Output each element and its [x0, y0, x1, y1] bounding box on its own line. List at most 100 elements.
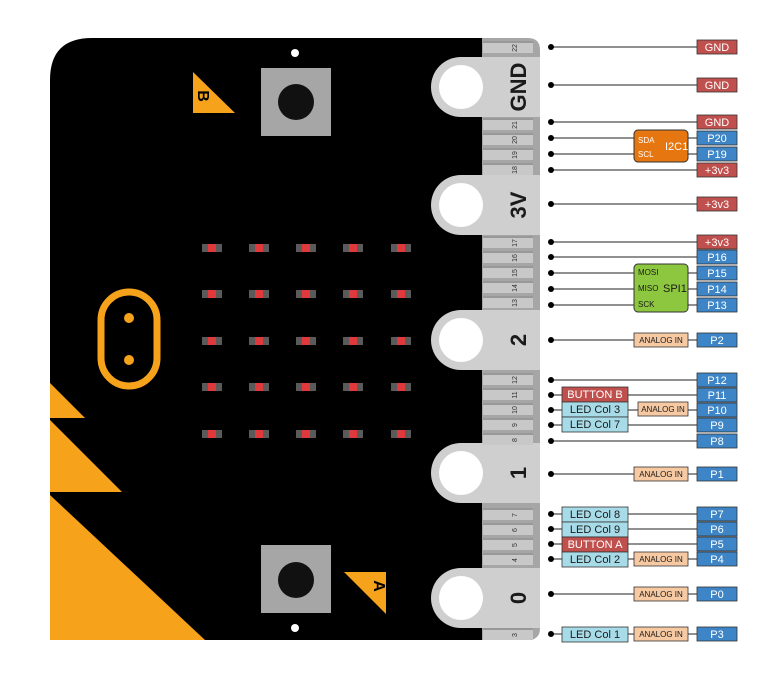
big-pad[interactable]: 2 — [431, 310, 540, 370]
pin-number: 21 — [512, 121, 519, 129]
small-pin-pad[interactable]: 11 — [483, 388, 533, 400]
led — [249, 290, 269, 298]
function-tags: BUTTON B LED Col 3 LED Col 7 LED Col 8 L… — [561, 386, 629, 643]
pin-tag: P10 — [696, 402, 738, 418]
svg-text:LED Col 3: LED Col 3 — [570, 404, 620, 416]
svg-text:LED Col 9: LED Col 9 — [570, 524, 620, 536]
svg-text:ANALOG IN: ANALOG IN — [639, 590, 683, 599]
pin-tag: P2 — [696, 332, 738, 348]
pin-tag: P15 — [696, 265, 738, 281]
small-pin-pad[interactable]: 15 — [483, 266, 533, 278]
pin-number: 12 — [512, 376, 519, 384]
led — [249, 383, 269, 391]
big-pad[interactable]: 0 — [431, 568, 540, 628]
small-pin-pad[interactable]: 4 — [483, 553, 533, 565]
button-b-marker — [193, 72, 235, 113]
pin-connector-line — [548, 82, 697, 88]
small-pin-pad[interactable]: 14 — [483, 281, 533, 293]
analog-tag-p0: ANALOG IN — [633, 586, 689, 602]
button-b[interactable] — [261, 68, 331, 136]
svg-text:ANALOG IN: ANALOG IN — [641, 405, 685, 414]
i2c-label: I2C1 — [665, 141, 688, 153]
led — [249, 337, 269, 345]
spi-box — [633, 263, 689, 313]
pin-number: 15 — [512, 269, 519, 277]
button-a-marker — [344, 572, 386, 614]
analog-tag-p2: ANALOG IN — [633, 332, 689, 348]
big-pad[interactable]: GND — [431, 57, 540, 117]
big-pad[interactable]: 3V — [431, 175, 540, 235]
pin-number: 8 — [512, 438, 519, 442]
small-pin-pad[interactable]: 7 — [483, 508, 533, 520]
svg-text:LED Col 2: LED Col 2 — [570, 554, 620, 566]
i2c-group: SDA SCL I2C1 — [633, 129, 689, 163]
small-pin-pad[interactable]: 12 — [483, 373, 533, 385]
mounting-hole-bottom — [291, 624, 299, 632]
small-pin-pad[interactable]: 21 — [483, 118, 533, 130]
i2c-sda-label: SDA — [638, 136, 655, 145]
big-pad[interactable]: 1 — [431, 443, 540, 503]
pin-number: 7 — [512, 513, 519, 517]
pin-tag: P9 — [696, 417, 738, 433]
led — [296, 244, 316, 252]
pin-connector-line — [548, 119, 697, 125]
button-a[interactable] — [261, 545, 331, 613]
pin-tag-label: +3v3 — [705, 165, 729, 177]
pin-tag-label: P2 — [710, 335, 723, 347]
pin-tag-label: P1 — [710, 469, 723, 481]
spi-mosi-label: MOSI — [638, 268, 658, 277]
pin-tag-label: P6 — [710, 524, 723, 536]
small-pin-pad[interactable]: 20 — [483, 133, 533, 145]
led — [391, 383, 411, 391]
pin-number: 17 — [512, 239, 519, 247]
small-pin-pad[interactable]: 6 — [483, 523, 533, 535]
pin-connector-line — [548, 254, 697, 260]
small-pin-pad[interactable]: 10 — [483, 403, 533, 415]
led-col-8-tag: LED Col 8 — [561, 506, 629, 523]
small-pin-pad[interactable]: 16 — [483, 251, 533, 263]
pin-tag: P16 — [696, 249, 738, 265]
led-col-1-tag: LED Col 1 — [561, 626, 629, 643]
pin-number: 5 — [512, 543, 519, 547]
led — [343, 337, 363, 345]
svg-text:BUTTON B: BUTTON B — [567, 389, 622, 401]
small-pin-pad[interactable]: 22 — [483, 41, 533, 53]
pin-tag-label: P3 — [710, 629, 723, 641]
pin-tag-label: P0 — [710, 589, 723, 601]
analog-tag-p4: ANALOG IN — [633, 551, 689, 567]
pin-tag: P19 — [696, 146, 738, 162]
small-pin-pad[interactable]: 9 — [483, 418, 533, 430]
svg-text:ANALOG IN: ANALOG IN — [639, 630, 683, 639]
small-pin-pad[interactable]: 13 — [483, 296, 533, 308]
led — [296, 383, 316, 391]
pin-number: 6 — [512, 528, 519, 532]
svg-text:ANALOG IN: ANALOG IN — [639, 555, 683, 564]
small-pin-pad[interactable]: 18 — [483, 163, 533, 175]
spi-sck-label: SCK — [638, 300, 655, 309]
pin-tag: P0 — [696, 586, 738, 602]
pin-tag: P3 — [696, 626, 738, 642]
led — [202, 244, 222, 252]
led — [202, 430, 222, 438]
pin-tag-label: GND — [705, 117, 730, 129]
pin-number: 11 — [512, 391, 519, 398]
pin-tag-label: GND — [705, 42, 730, 54]
big-pad-label: 0 — [506, 592, 531, 604]
pin-tag: +3v3 — [696, 234, 738, 250]
small-pin-pad[interactable]: 3 — [483, 628, 533, 640]
svg-text:BUTTON A: BUTTON A — [568, 539, 623, 551]
mounting-hole-top — [291, 49, 299, 57]
led — [391, 337, 411, 345]
svg-text:LED Col 7: LED Col 7 — [570, 419, 620, 431]
small-pin-pad[interactable]: 5 — [483, 538, 533, 550]
small-pin-pad[interactable]: 17 — [483, 236, 533, 248]
led — [202, 383, 222, 391]
pin-number: 22 — [512, 44, 519, 52]
small-pin-pad[interactable]: 8 — [483, 433, 533, 445]
big-pad-label: 3V — [506, 191, 531, 218]
pin-tag: GND — [696, 77, 738, 93]
small-pads: 22 21 20 19 18 17 16 15 14 13 12 11 10 9 8 7 6 5 4 3 — [483, 41, 533, 640]
led — [343, 290, 363, 298]
small-pin-pad[interactable]: 19 — [483, 148, 533, 160]
